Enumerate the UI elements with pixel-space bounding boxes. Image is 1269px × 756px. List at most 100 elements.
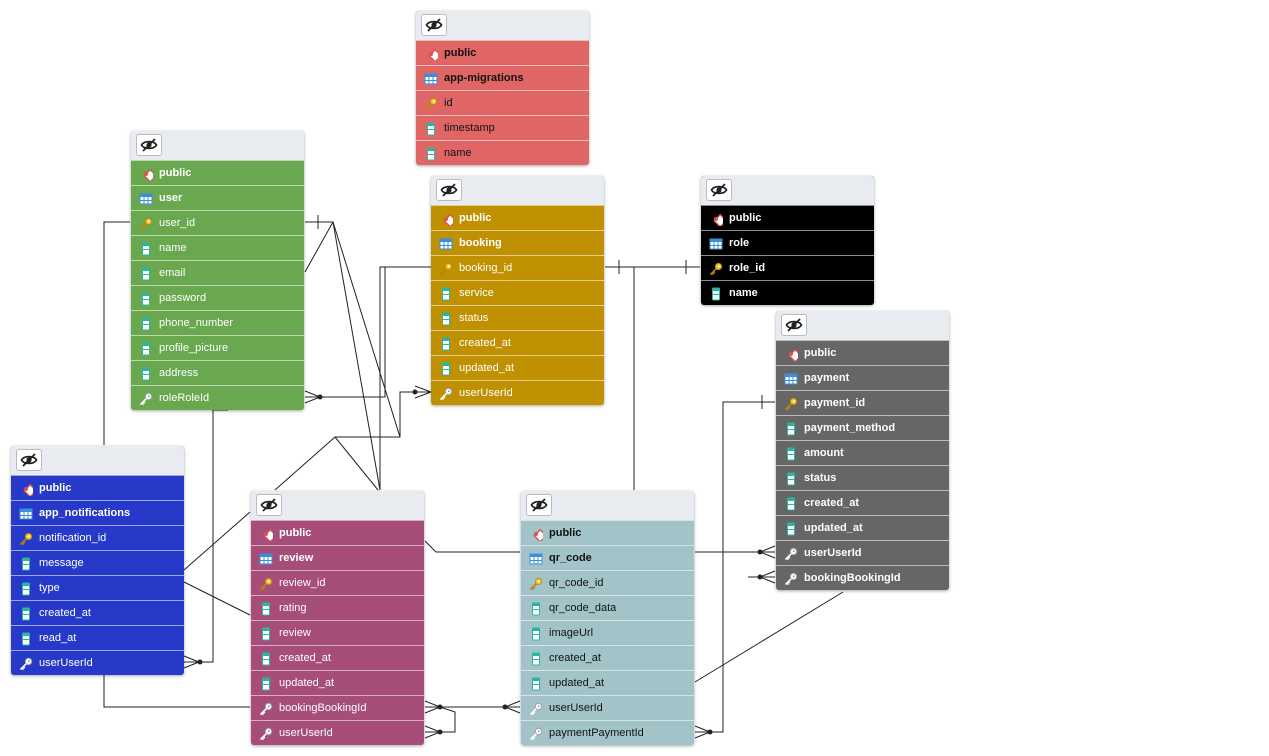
column-row[interactable]: read_at xyxy=(11,625,184,650)
column-row[interactable]: updated_at xyxy=(521,670,694,695)
column-row[interactable]: name xyxy=(416,140,589,165)
table-header xyxy=(701,176,874,205)
column-row[interactable]: timestamp xyxy=(416,115,589,140)
column-icon xyxy=(139,341,153,356)
column-row[interactable]: imageUrl xyxy=(521,620,694,645)
column-row[interactable]: status xyxy=(776,465,949,490)
column-row[interactable]: qr_code_id xyxy=(521,570,694,595)
hide-visibility-icon[interactable] xyxy=(436,179,462,201)
column-row[interactable]: updated_at xyxy=(776,515,949,540)
row-label: qr_code_id xyxy=(549,577,604,589)
row-label: updated_at xyxy=(279,677,335,689)
row-label: password xyxy=(159,292,207,304)
column-row[interactable]: role_id xyxy=(701,255,874,280)
column-row[interactable]: payment_id xyxy=(776,390,949,415)
hide-visibility-icon[interactable] xyxy=(136,134,162,156)
table-name-row[interactable]: app-migrations xyxy=(416,65,589,90)
row-label: created_at xyxy=(804,497,860,509)
column-row[interactable]: roleRoleId xyxy=(131,385,304,410)
column-row[interactable]: amount xyxy=(776,440,949,465)
column-row[interactable]: id xyxy=(416,90,589,115)
column-row[interactable]: created_at xyxy=(251,645,424,670)
column-row[interactable]: email xyxy=(131,260,304,285)
hide-visibility-icon[interactable] xyxy=(526,494,552,516)
primary-key-icon xyxy=(709,261,723,276)
column-row[interactable]: userUserId xyxy=(251,720,424,745)
table-name-row[interactable]: user xyxy=(131,185,304,210)
table-name-row[interactable]: payment xyxy=(776,365,949,390)
hide-visibility-icon[interactable] xyxy=(16,449,42,471)
table-name-row[interactable]: review xyxy=(251,545,424,570)
column-row[interactable]: name xyxy=(701,280,874,305)
schema-row[interactable]: public xyxy=(251,520,424,545)
column-row[interactable]: booking_id xyxy=(431,255,604,280)
hide-visibility-icon[interactable] xyxy=(781,314,807,336)
schema-row[interactable]: public xyxy=(131,160,304,185)
column-row[interactable]: phone_number xyxy=(131,310,304,335)
column-row[interactable]: name xyxy=(131,235,304,260)
row-label: created_at xyxy=(459,337,511,349)
column-row[interactable]: updated_at xyxy=(251,670,424,695)
column-row[interactable]: profile_picture xyxy=(131,335,304,360)
column-row[interactable]: qr_code_data xyxy=(521,595,694,620)
schema-row[interactable]: public xyxy=(11,475,184,500)
schema-row[interactable]: public xyxy=(431,205,604,230)
table-name-row[interactable]: booking xyxy=(431,230,604,255)
column-row[interactable]: bookingBookingId xyxy=(251,695,424,720)
table-name-row[interactable]: role xyxy=(701,230,874,255)
column-row[interactable]: address xyxy=(131,360,304,385)
column-row[interactable]: paymentPaymentId xyxy=(521,720,694,745)
column-row[interactable]: userUserId xyxy=(431,380,604,405)
column-icon xyxy=(439,311,453,326)
table-name-row[interactable]: app_notifications xyxy=(11,500,184,525)
row-label: type xyxy=(39,582,60,594)
column-row[interactable]: notification_id xyxy=(11,525,184,550)
table-name-row[interactable]: qr_code xyxy=(521,545,694,570)
column-row[interactable]: user_id xyxy=(131,210,304,235)
row-label: role xyxy=(729,237,750,249)
column-row[interactable]: created_at xyxy=(521,645,694,670)
column-row[interactable]: message xyxy=(11,550,184,575)
column-row[interactable]: payment_method xyxy=(776,415,949,440)
hide-visibility-icon[interactable] xyxy=(706,179,732,201)
hide-visibility-icon[interactable] xyxy=(256,494,282,516)
column-row[interactable]: password xyxy=(131,285,304,310)
column-row[interactable]: created_at xyxy=(431,330,604,355)
column-row[interactable]: review xyxy=(251,620,424,645)
primary-key-icon xyxy=(439,261,453,276)
hide-visibility-icon[interactable] xyxy=(421,14,447,36)
column-row[interactable]: service xyxy=(431,280,604,305)
row-label: public xyxy=(804,347,837,359)
column-row[interactable]: userUserId xyxy=(11,650,184,675)
row-label: userUserId xyxy=(549,702,603,714)
schema-row[interactable]: public xyxy=(521,520,694,545)
schema-row[interactable]: public xyxy=(416,40,589,65)
column-row[interactable]: status xyxy=(431,305,604,330)
row-label: phone_number xyxy=(159,317,234,329)
column-row[interactable]: type xyxy=(11,575,184,600)
column-row[interactable]: created_at xyxy=(776,490,949,515)
row-label: booking xyxy=(459,237,502,249)
schema-row[interactable]: public xyxy=(776,340,949,365)
column-row[interactable]: review_id xyxy=(251,570,424,595)
schema-row[interactable]: public xyxy=(701,205,874,230)
column-row[interactable]: updated_at xyxy=(431,355,604,380)
column-row[interactable]: bookingBookingId xyxy=(776,565,949,590)
row-label: payment_id xyxy=(804,397,866,409)
column-row[interactable]: userUserId xyxy=(521,695,694,720)
table-icon xyxy=(19,506,33,520)
row-label: created_at xyxy=(279,652,331,664)
column-row[interactable]: created_at xyxy=(11,600,184,625)
column-icon xyxy=(139,366,153,381)
column-icon xyxy=(439,336,453,351)
column-row[interactable]: rating xyxy=(251,595,424,620)
column-row[interactable]: userUserId xyxy=(776,540,949,565)
